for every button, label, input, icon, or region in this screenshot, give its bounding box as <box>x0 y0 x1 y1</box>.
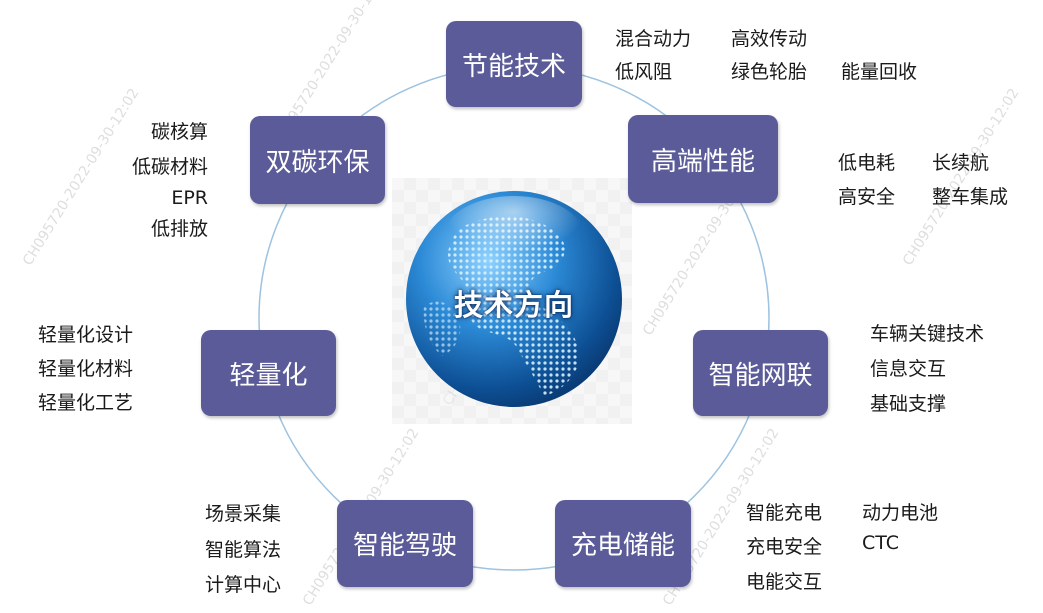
detail-item: 整车集成 <box>932 186 1009 208</box>
node-lightweight: 轻量化 <box>201 330 336 416</box>
node-charging: 充电储能 <box>555 500 691 587</box>
detail-item: 低电耗 <box>838 152 896 174</box>
detail-item: 智能算法 <box>205 539 282 561</box>
node-autonomous: 智能驾驶 <box>337 500 473 587</box>
node-high-performance: 高端性能 <box>628 115 778 203</box>
detail-item: 高效传动 <box>731 28 808 50</box>
detail-item: 信息交互 <box>870 358 947 380</box>
detail-item: 混合动力 <box>615 28 692 50</box>
node-dual-carbon: 双碳环保 <box>250 116 385 204</box>
node-connected: 智能网联 <box>693 330 828 416</box>
detail-item: 智能充电 <box>746 502 823 524</box>
detail-item: 低风阻 <box>615 61 673 83</box>
detail-item: 轻量化工艺 <box>38 392 134 414</box>
detail-item: 充电安全 <box>746 536 823 558</box>
detail-item: 基础支撑 <box>870 393 947 415</box>
detail-item: 低排放 <box>150 218 208 240</box>
detail-item: 车辆关键技术 <box>870 323 985 345</box>
detail-item: 绿色轮胎 <box>731 61 808 83</box>
detail-item: 长续航 <box>932 152 990 174</box>
detail-item: 计算中心 <box>205 574 282 596</box>
detail-item: 能量回收 <box>841 61 918 83</box>
globe-icon <box>406 191 622 407</box>
node-energy-saving: 节能技术 <box>446 21 582 107</box>
detail-item: 低碳材料 <box>131 156 208 178</box>
detail-item: 轻量化材料 <box>38 358 134 380</box>
detail-item: 碳核算 <box>150 121 208 143</box>
detail-item: EPR <box>171 187 208 209</box>
detail-item: 电能交互 <box>746 571 823 593</box>
detail-item: CTC <box>862 532 900 554</box>
center-title: 技术方向 <box>453 288 574 322</box>
detail-item: 轻量化设计 <box>38 324 134 346</box>
detail-item: 高安全 <box>838 186 896 208</box>
detail-item: 动力电池 <box>862 502 939 524</box>
detail-item: 场景采集 <box>205 503 282 525</box>
